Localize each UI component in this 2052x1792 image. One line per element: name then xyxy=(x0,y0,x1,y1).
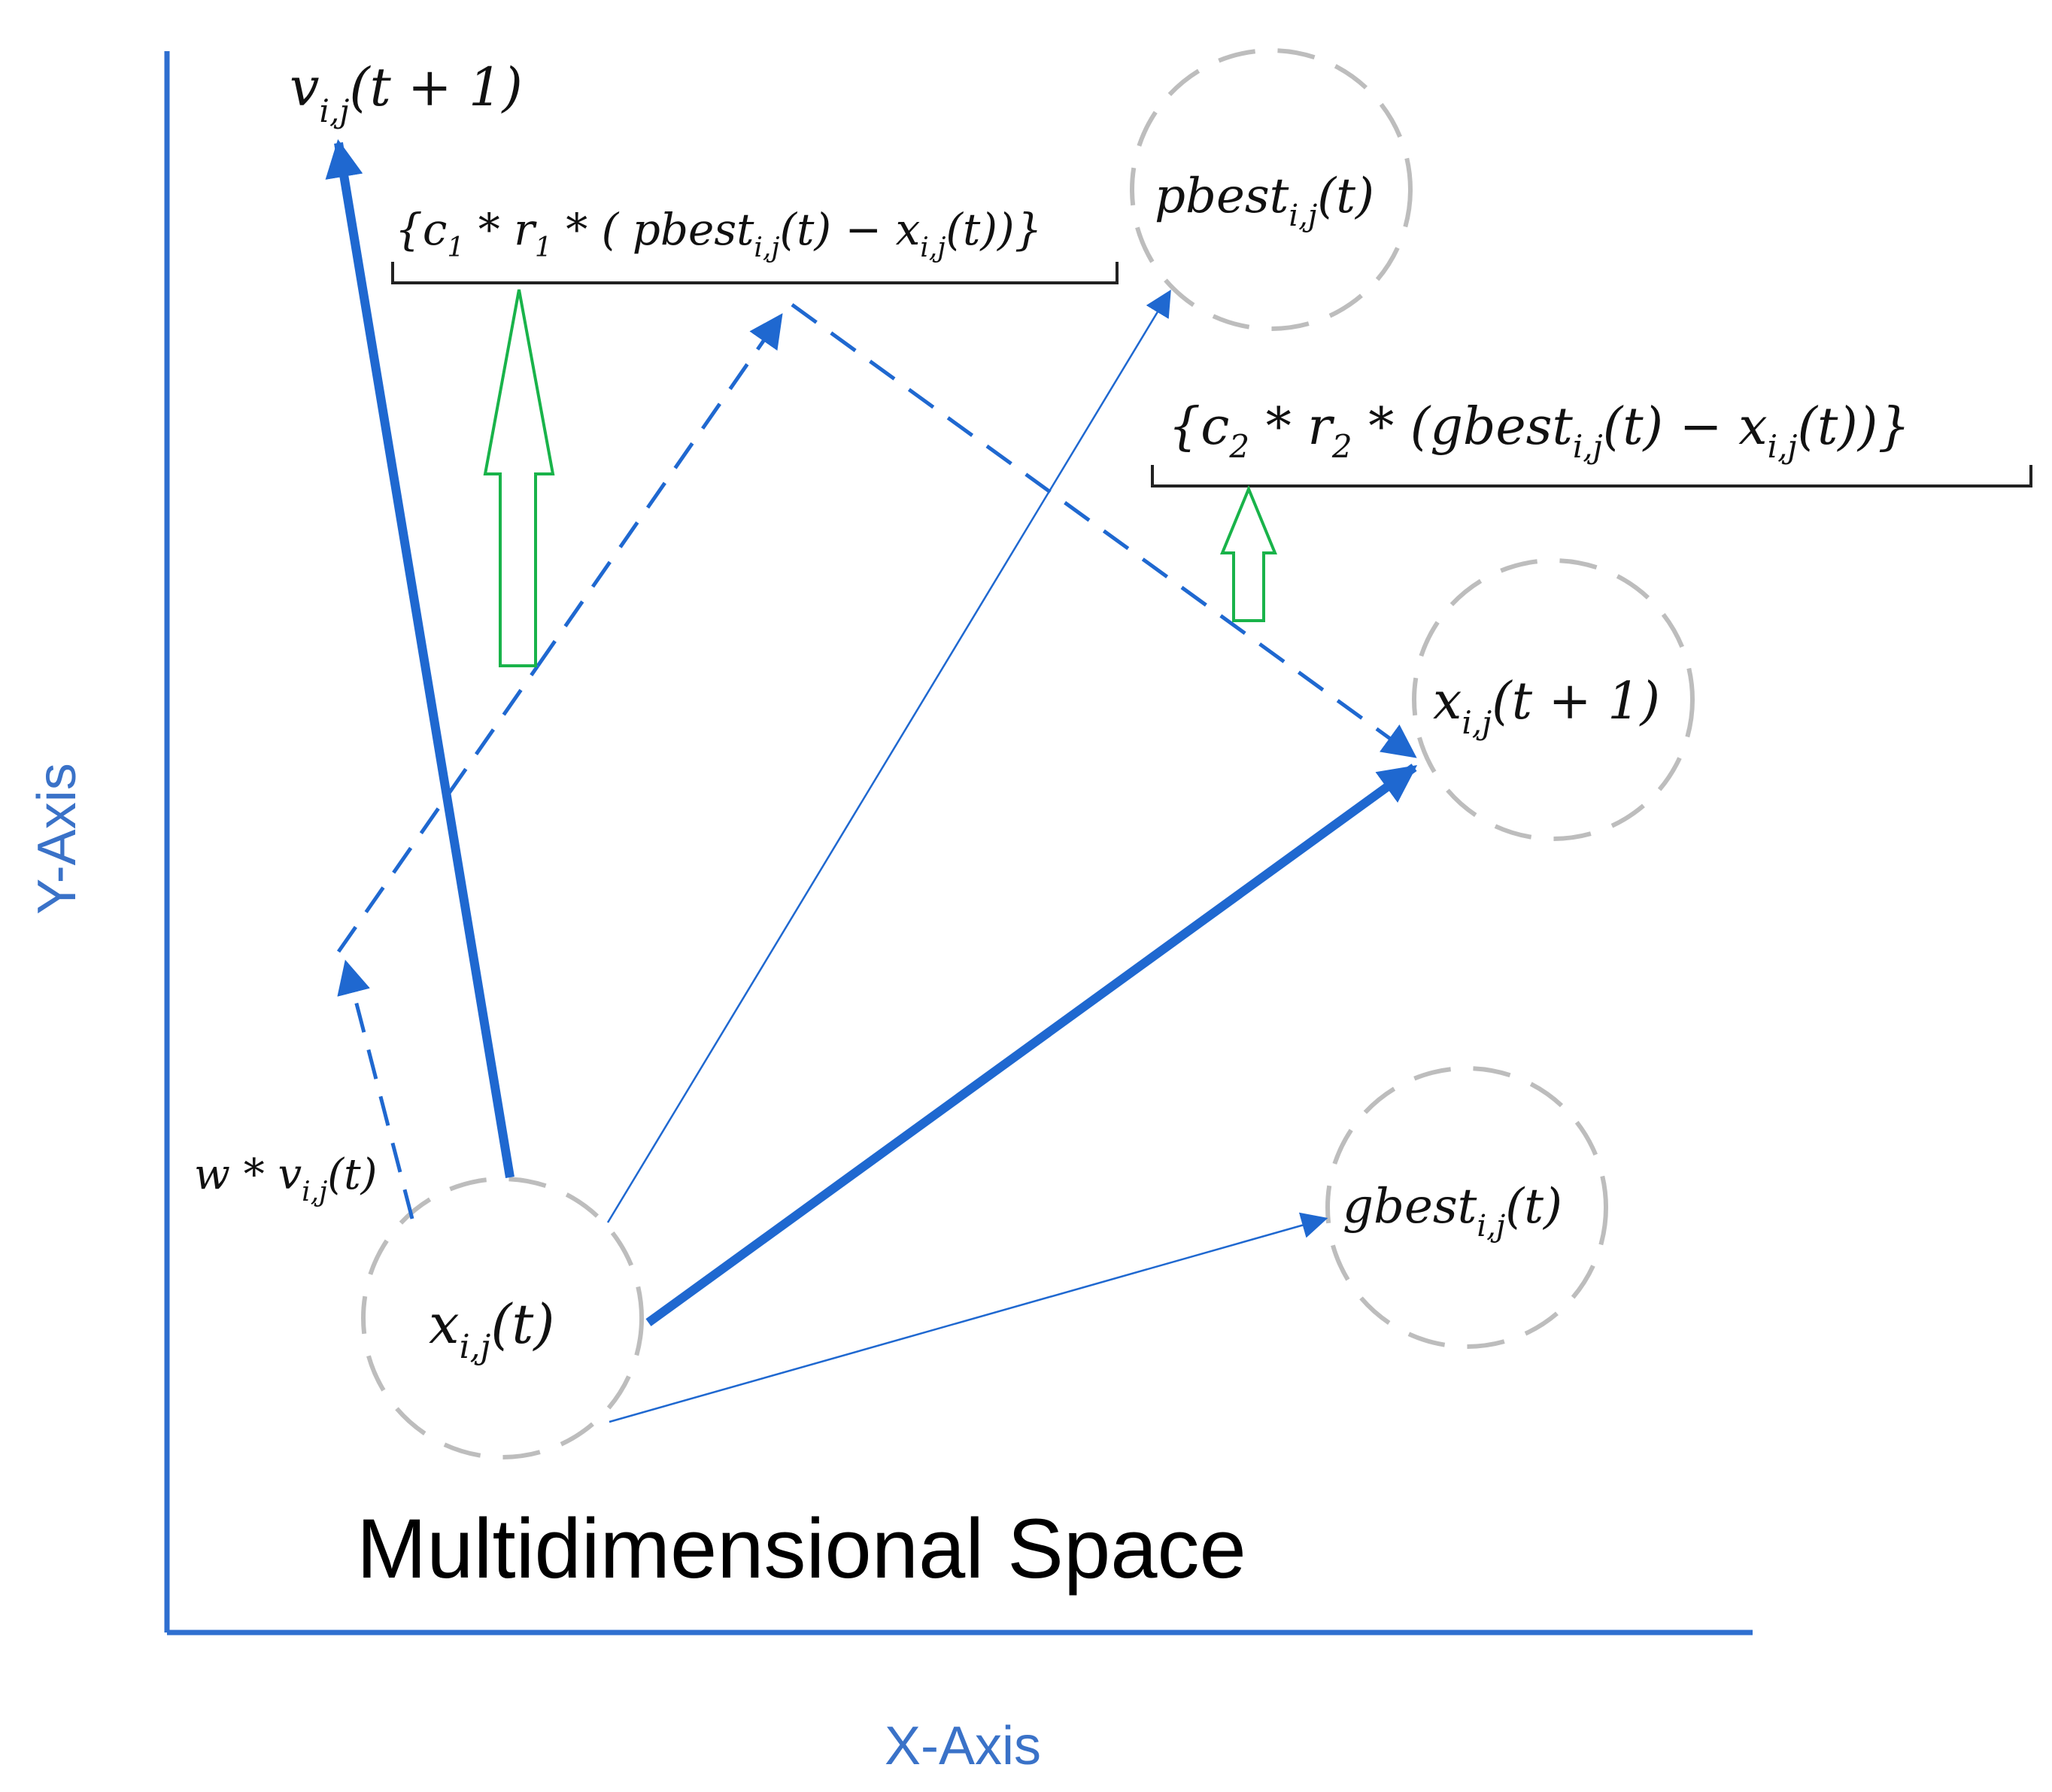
social-term-label: {c2 * r2 * (gbesti,j(t) − xi,j(t))} xyxy=(1168,397,1911,465)
cognitive-bracket xyxy=(391,262,1119,284)
cognitive-term-label: {c1 * r1 * ( pbesti,j(t) − xi,j(t))} xyxy=(395,204,1043,263)
cognitive-vector xyxy=(536,313,783,667)
social-vector xyxy=(791,302,1417,758)
cognitive-hollow-arrow xyxy=(483,289,555,667)
inertia-vector xyxy=(337,959,414,1219)
to-pbest-arrow xyxy=(606,290,1171,1223)
inertia-to-cognitive-link xyxy=(336,664,540,953)
x-axis-label: X-Axis xyxy=(885,1716,1041,1776)
social-bracket xyxy=(1151,465,2032,487)
social-hollow-arrow xyxy=(1220,484,1277,622)
new-velocity-arrow xyxy=(325,139,515,1178)
next-position-label: xi,j(t + 1) xyxy=(1433,672,1660,741)
to-gbest-arrow xyxy=(609,1212,1328,1423)
diagram-title: Multidimensional Space xyxy=(357,1502,1246,1596)
gbest-circle xyxy=(1325,1066,1608,1349)
current-position-label: xi,j(t) xyxy=(429,1292,554,1366)
position-update-arrow xyxy=(645,764,1418,1326)
pbest-circle xyxy=(1130,48,1413,331)
new-velocity-label: vi,j(t + 1) xyxy=(290,56,523,129)
y-axis-label: Y-Axis xyxy=(27,763,87,914)
current-position-circle xyxy=(361,1177,644,1459)
next-position-circle xyxy=(1412,558,1695,841)
pbest-label: pbesti,j(t) xyxy=(1155,169,1374,233)
inertia-label: w * vi,j(t) xyxy=(194,1150,378,1207)
gbest-label: gbesti,j(t) xyxy=(1343,1179,1562,1244)
